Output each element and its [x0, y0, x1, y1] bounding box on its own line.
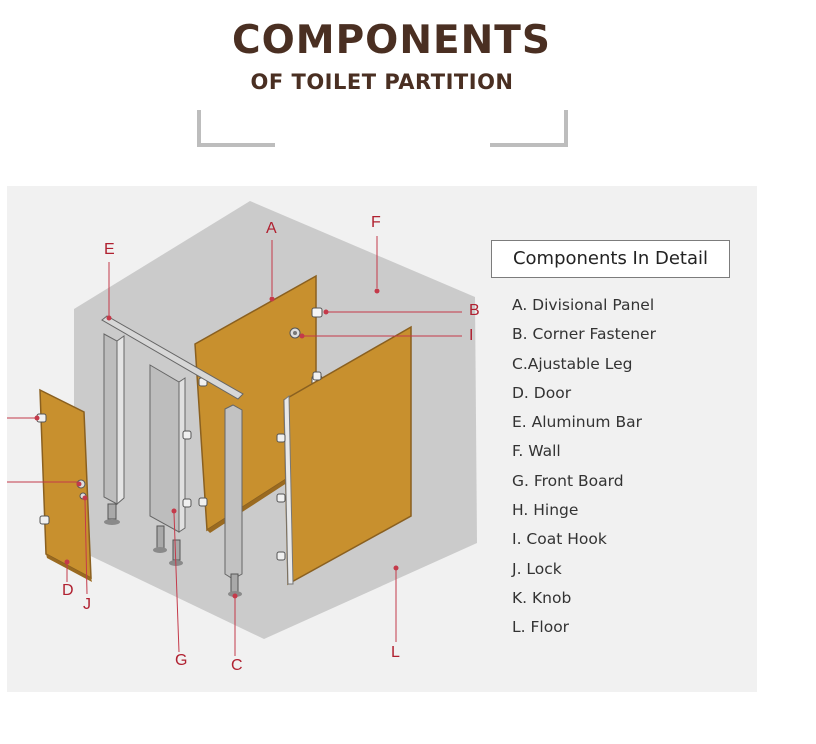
- header: COMPONENTS OF TOILET PARTITION: [0, 0, 816, 170]
- legend-item: J. Lock: [512, 559, 562, 578]
- legend-list: A. Divisional Panel B. Corner Fastener C…: [512, 295, 656, 647]
- front-board: [149, 364, 180, 533]
- legend-item: E. Aluminum Bar: [512, 413, 642, 432]
- legend-item: K. Knob: [512, 588, 572, 607]
- callout-e: E: [104, 241, 115, 258]
- callout-a: A: [266, 220, 277, 237]
- legend-item: L. Floor: [512, 618, 570, 637]
- legend-item: H. Hinge: [512, 501, 579, 520]
- aluminum-bar: [101, 315, 244, 400]
- page-subtitle: OF TOILET PARTITION: [250, 70, 514, 94]
- decorative-bracket-right: [490, 110, 568, 147]
- pilaster-middle: [224, 404, 243, 580]
- legend-item: A. Divisional Panel: [512, 296, 655, 314]
- legend-item: I. Coat Hook: [512, 530, 607, 549]
- callout-c: C: [231, 657, 243, 674]
- page-title: COMPONENTS: [232, 18, 551, 63]
- callout-i: I: [469, 327, 474, 344]
- callout-l: L: [391, 644, 400, 661]
- legend-item: B. Corner Fastener: [512, 325, 656, 344]
- callout-j: J: [83, 596, 91, 613]
- legend-item: G. Front Board: [512, 471, 624, 490]
- callout-g: G: [175, 652, 188, 669]
- callout-d: D: [62, 582, 74, 599]
- legend-item: F. Wall: [512, 442, 561, 461]
- callout-f: F: [371, 214, 381, 231]
- decorative-bracket-left: [197, 110, 275, 147]
- legend-title: Components In Detail: [512, 248, 709, 269]
- pilaster-left: [103, 333, 118, 505]
- callout-b: B: [469, 302, 480, 319]
- legend-heading-box: Components In Detail: [491, 240, 730, 278]
- partition-diagram: [7, 201, 477, 656]
- legend-item: C.Ajustable Leg: [512, 354, 633, 373]
- legend-item: D. Door: [512, 383, 572, 402]
